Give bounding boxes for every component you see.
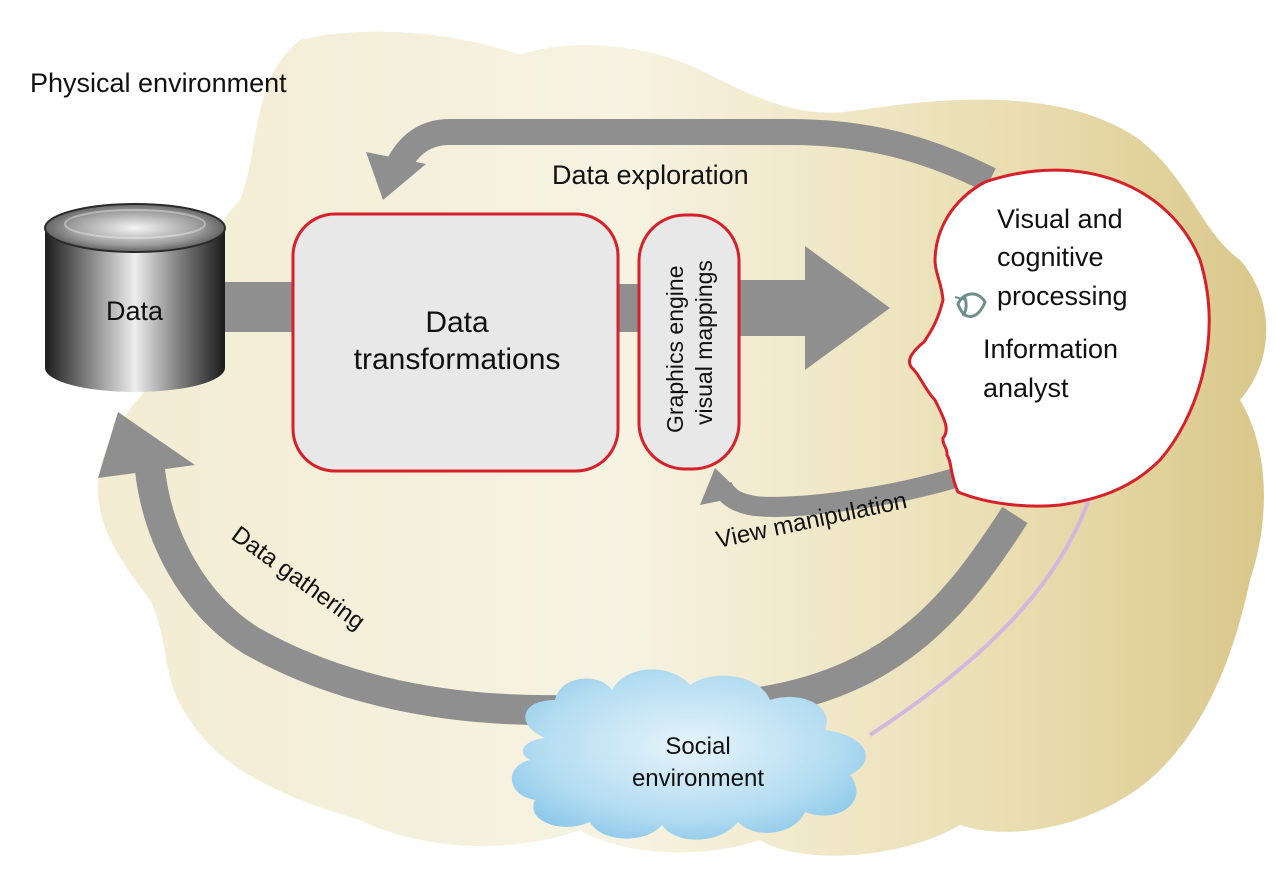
social-environment-label-line1: Social [665,733,730,760]
data-store-cylinder [44,203,226,392]
analyst-label-line4: Information [983,334,1118,364]
data-gathering-arrowhead [98,412,195,478]
graphics-engine-label-line1: Graphics engine [662,266,688,434]
analyst-label-line2: cognitive [997,242,1104,272]
data-store-label: Data [106,296,164,326]
view-manipulation-arrowhead [700,468,744,505]
social-environment-cloud [511,669,866,840]
data-transformations-label-line1: Data [425,306,489,339]
analyst-label-line1: Visual and [997,204,1123,234]
engine-to-analyst-arrowhead [805,246,890,370]
eye-icon [954,292,987,318]
graphics-engine-box [637,213,741,471]
analyst-label-line5: analyst [983,373,1069,403]
data-exploration-arrowhead [366,152,426,200]
physical-environment-label: Physical environment [30,68,287,98]
data-exploration-label: Data exploration [552,160,749,190]
analyst-label-line3: processing [997,281,1128,311]
data-transformations-label-line2: transformations [354,343,561,376]
engine-to-analyst-shaft [738,280,812,336]
data-exploration-arrow [383,119,996,192]
graphics-engine-label-line2: visual mappings [691,260,717,425]
analyst-head [908,168,1211,508]
social-environment-label-line2: environment [632,765,764,792]
data-gathering-arrow [135,468,1028,726]
social-link-line [868,479,1097,737]
data-transformations-box [291,212,620,473]
